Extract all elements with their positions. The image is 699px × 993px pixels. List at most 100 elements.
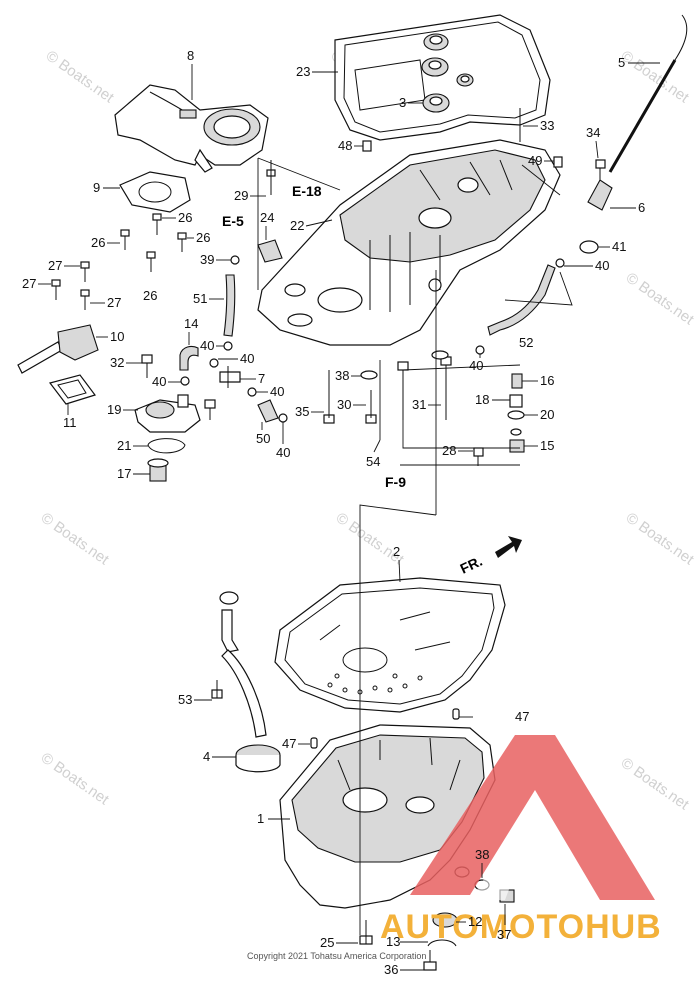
callout[interactable]: 32 — [110, 355, 142, 370]
callout[interactable]: 48 — [338, 138, 363, 153]
callout-number[interactable]: 4 — [203, 749, 210, 764]
callout[interactable]: 29 — [234, 188, 266, 203]
callout[interactable]: 40 — [200, 338, 224, 353]
callout-number[interactable]: 27 — [22, 276, 36, 291]
callout[interactable]: 23 — [296, 64, 338, 79]
callout-number[interactable]: 12 — [468, 914, 482, 929]
callout-number[interactable]: 23 — [296, 64, 310, 79]
callout-number[interactable]: 50 — [256, 431, 270, 446]
callout[interactable]: 7 — [240, 371, 265, 386]
callout-number[interactable]: 53 — [178, 692, 192, 707]
callout-number[interactable]: 29 — [234, 188, 248, 203]
callout[interactable]: 12 — [456, 914, 482, 929]
callout-number[interactable]: 28 — [442, 443, 456, 458]
callout-number[interactable]: 14 — [184, 316, 198, 331]
callout[interactable]: 28 — [442, 443, 473, 458]
callout-number[interactable]: 54 — [366, 454, 380, 469]
callout-number[interactable]: 52 — [519, 335, 533, 350]
callout[interactable]: 15 — [524, 438, 554, 453]
callout-number[interactable]: 24 — [260, 210, 274, 225]
callout-number[interactable]: 47 — [282, 736, 296, 751]
callout[interactable]: 3 — [399, 95, 423, 110]
callout-number[interactable]: 25 — [320, 935, 334, 950]
callout-number[interactable]: 20 — [540, 407, 554, 422]
callout-number[interactable]: 33 — [540, 118, 554, 133]
callout[interactable]: 27 — [22, 276, 51, 291]
callout[interactable]: 47 — [282, 736, 310, 751]
callout-number[interactable]: 27 — [107, 295, 121, 310]
callout[interactable]: 20 — [524, 407, 554, 422]
callout[interactable]: 8 — [187, 48, 194, 100]
callout-number[interactable]: 40 — [469, 358, 483, 373]
callout[interactable]: 34 — [586, 125, 600, 159]
callout[interactable]: 19 — [107, 402, 138, 417]
callout-number[interactable]: 36 — [384, 962, 398, 977]
callout-number[interactable]: 3 — [399, 95, 406, 110]
callout[interactable]: 18 — [475, 392, 510, 407]
callout[interactable]: 41 — [598, 239, 626, 254]
callout-number[interactable]: 26 — [91, 235, 105, 250]
callout-number[interactable]: 37 — [497, 927, 511, 942]
ref-label-e18[interactable]: E-18 — [292, 183, 322, 199]
callout-number[interactable]: 51 — [193, 291, 207, 306]
callout[interactable]: 11 — [63, 403, 77, 430]
callout-number[interactable]: 17 — [117, 466, 131, 481]
callout-number[interactable]: 10 — [110, 329, 124, 344]
callout[interactable]: 40 — [469, 354, 483, 373]
callout-number[interactable]: 47 — [515, 709, 529, 724]
callout[interactable]: 31 — [412, 397, 441, 412]
callout[interactable]: 25 — [320, 935, 358, 950]
callout-number[interactable]: 40 — [200, 338, 214, 353]
callout[interactable]: 40 — [276, 422, 290, 460]
callout-number[interactable]: 32 — [110, 355, 124, 370]
callout[interactable]: 30 — [337, 397, 366, 412]
callout[interactable]: 27 — [90, 295, 121, 310]
callout-number[interactable]: 41 — [612, 239, 626, 254]
callout[interactable]: 51 — [193, 291, 224, 306]
callout-number[interactable]: 9 — [93, 180, 100, 195]
callout[interactable]: 36 — [384, 962, 424, 977]
callout-number[interactable]: 16 — [540, 373, 554, 388]
callout-number[interactable]: 40 — [152, 374, 166, 389]
ref-label-e5[interactable]: E-5 — [222, 213, 244, 229]
callout[interactable]: 24 — [260, 210, 274, 240]
callout[interactable]: 40 — [152, 374, 181, 389]
callout-number[interactable]: 49 — [528, 153, 542, 168]
callout-number[interactable]: 35 — [295, 404, 309, 419]
callout-number[interactable]: 27 — [48, 258, 62, 273]
callout[interactable]: 49 — [528, 153, 554, 168]
callout-number[interactable]: 48 — [338, 138, 352, 153]
callout[interactable]: 22 — [290, 218, 333, 233]
callout-number[interactable]: 26 — [196, 230, 210, 245]
callout-number[interactable]: 11 — [63, 415, 77, 430]
callout[interactable]: 26 — [143, 288, 157, 303]
callout-number[interactable]: 22 — [290, 218, 304, 233]
callout-number[interactable]: 13 — [386, 934, 400, 949]
callout[interactable]: 52 — [519, 335, 533, 350]
callout[interactable]: 37 — [497, 904, 511, 942]
callout[interactable]: 14 — [184, 316, 198, 345]
callout-number[interactable]: 30 — [337, 397, 351, 412]
callout[interactable]: 53 — [178, 692, 212, 707]
callout[interactable]: 38 — [475, 847, 489, 878]
callout[interactable]: 35 — [295, 404, 324, 419]
callout[interactable]: 54 — [366, 439, 380, 469]
callout-number[interactable]: 39 — [200, 252, 214, 267]
callout[interactable]: 4 — [203, 749, 236, 764]
callout[interactable]: 21 — [117, 438, 148, 453]
callout[interactable]: 40 — [256, 384, 284, 399]
callout-number[interactable]: 15 — [540, 438, 554, 453]
callout-number[interactable]: 19 — [107, 402, 121, 417]
callout-number[interactable]: 40 — [270, 384, 284, 399]
ref-label-f9[interactable]: F-9 — [385, 474, 406, 490]
callout[interactable]: 40 — [218, 351, 254, 366]
callout-number[interactable]: 40 — [276, 445, 290, 460]
callout[interactable]: 33 — [523, 118, 554, 133]
callout[interactable]: 6 — [610, 200, 645, 215]
callout[interactable]: 16 — [522, 373, 554, 388]
callout[interactable]: 10 — [96, 329, 124, 344]
callout[interactable]: 2 — [393, 544, 401, 583]
callout-number[interactable]: 6 — [638, 200, 645, 215]
callout-number[interactable]: 5 — [618, 55, 625, 70]
callout-number[interactable]: 26 — [178, 210, 192, 225]
